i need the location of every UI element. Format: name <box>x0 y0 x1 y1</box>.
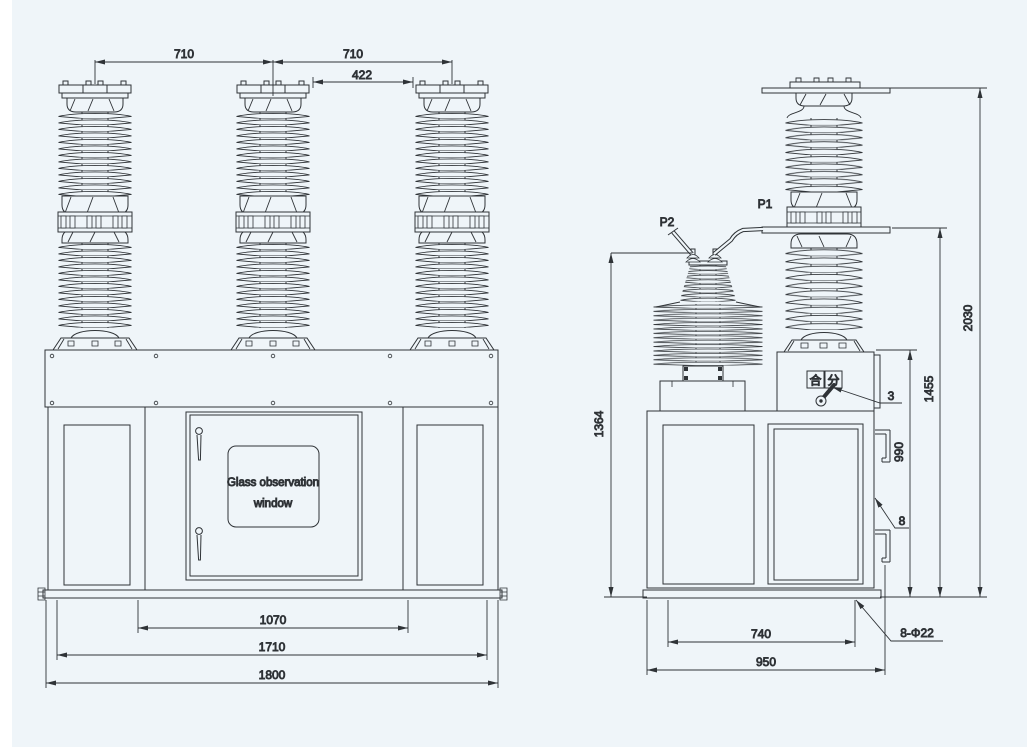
dim-overall-width: 1800 <box>259 668 286 682</box>
front-top-rail <box>44 349 499 408</box>
dim-ct-terminal-height: 1364 <box>592 410 606 437</box>
pole-middle <box>230 80 316 351</box>
dim-terminal-gap: 422 <box>352 68 372 82</box>
side-right-door <box>767 423 864 585</box>
indicator-close-box <box>806 370 825 389</box>
dim-overall-height: 2030 <box>961 304 975 331</box>
p2-terminals <box>685 248 723 263</box>
side-pole <box>761 77 891 353</box>
mechanism-box: 合 分 <box>776 351 881 412</box>
dim-frame-width: 1710 <box>259 640 286 654</box>
callout-holes-label: 8-Φ22 <box>900 626 934 640</box>
dim-mounting-width: 1070 <box>260 613 287 627</box>
dim-overall-depth: 950 <box>756 655 776 669</box>
side-left-panel <box>662 424 755 585</box>
front-right-panel <box>416 424 484 586</box>
dim-pole-pitch-left: 710 <box>174 47 194 61</box>
callout-indicator-label: 3 <box>888 389 895 403</box>
side-view: 合 分 <box>642 77 891 599</box>
callout-holes-leader: 8-Φ22 <box>855 599 943 642</box>
glass-observation-window <box>227 445 320 528</box>
pole-left <box>52 80 138 351</box>
pole-right <box>409 80 495 351</box>
door-handle-top <box>195 427 203 461</box>
front-cabinet: Glass observation window <box>47 406 499 596</box>
front-base <box>37 587 508 601</box>
dim-box-top-height: 990 <box>892 442 906 462</box>
connection-wires <box>667 226 764 256</box>
callout-bracket-label: 8 <box>899 514 906 528</box>
p1-terminal-plate <box>761 226 891 234</box>
dim-mounting-depth: 740 <box>751 627 771 641</box>
callout-bracket-leader: 8 <box>874 497 909 529</box>
label-p1: P1 <box>758 197 773 211</box>
dim-pole-pitch-right: 710 <box>343 47 363 61</box>
window-label-line2: window <box>253 498 293 510</box>
label-p2: P2 <box>660 215 675 229</box>
indicator-open-label: 分 <box>827 374 839 388</box>
dimensions: 710 710 422 1070 1710 1800 1364 990 1455… <box>45 47 987 688</box>
front-door: Glass observation window <box>185 411 363 581</box>
front-view: Glass observation window <box>37 80 508 601</box>
callout-indicator-leader: 3 <box>831 386 902 404</box>
window-label-line1: Glass observation <box>227 477 319 489</box>
side-cabinet <box>646 410 875 595</box>
indicator-close-label: 合 <box>809 373 821 388</box>
side-base <box>642 589 882 599</box>
front-left-panel <box>63 424 131 586</box>
p2-bushing <box>653 248 763 412</box>
dim-flange-height: 1455 <box>922 375 936 402</box>
door-handle-bottom <box>195 527 203 561</box>
